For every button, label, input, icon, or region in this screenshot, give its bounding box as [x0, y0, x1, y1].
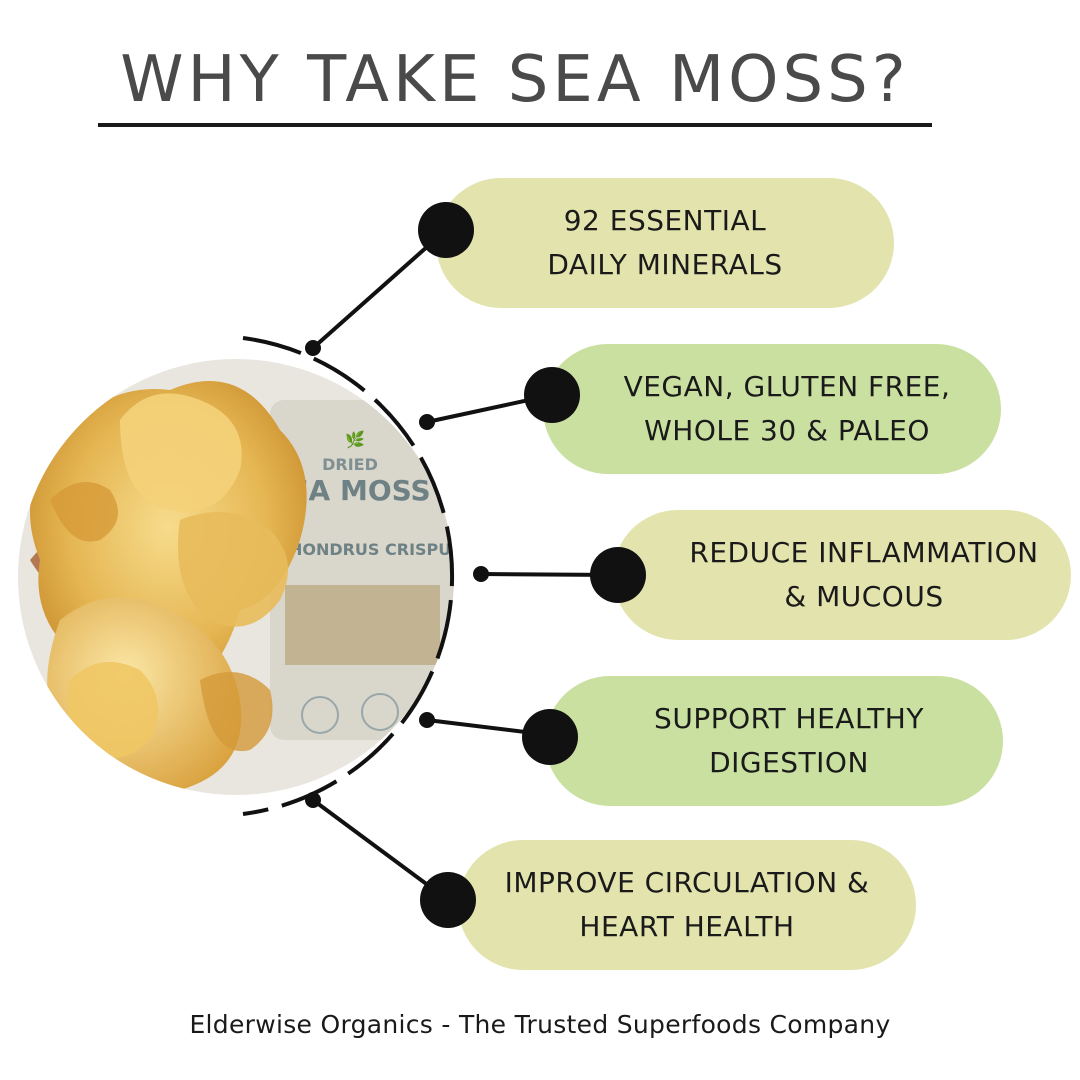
- arc-dot-1: [305, 340, 321, 356]
- arc-dot-2: [419, 414, 435, 430]
- arc-dot-4: [419, 712, 435, 728]
- benefit-pill-diet: VEGAN, GLUTEN FREE, WHOLE 30 & PALEO: [543, 344, 1001, 474]
- photo-label-line-3: CHONDRUS CRISPUS: [277, 540, 463, 559]
- page-title: WHY TAKE SEA MOSS?: [120, 43, 910, 117]
- photo-label-line-1: DRIED: [322, 455, 378, 474]
- benefit-pill-circulation: IMPROVE CIRCULATION & HEART HEALTH: [458, 840, 916, 970]
- benefit-pill-inflammation: REDUCE INFLAMMATION & MUCOUS: [613, 510, 1071, 640]
- arc-dot-5: [305, 792, 321, 808]
- benefit-pill-minerals: 92 ESSENTIAL DAILY MINERALS: [436, 178, 894, 308]
- arc-dot-3: [473, 566, 489, 582]
- sea-moss-photo: 🌿 DRIED SEA MOSS CHONDRUS CRISPUS: [18, 359, 463, 795]
- title-underline: [98, 123, 932, 127]
- footer-tagline: Elderwise Organics - The Trusted Superfo…: [189, 1010, 891, 1039]
- benefit-pill-digestion: SUPPORT HEALTHY DIGESTION: [545, 676, 1003, 806]
- package-brand-icon: 🌿: [345, 430, 365, 449]
